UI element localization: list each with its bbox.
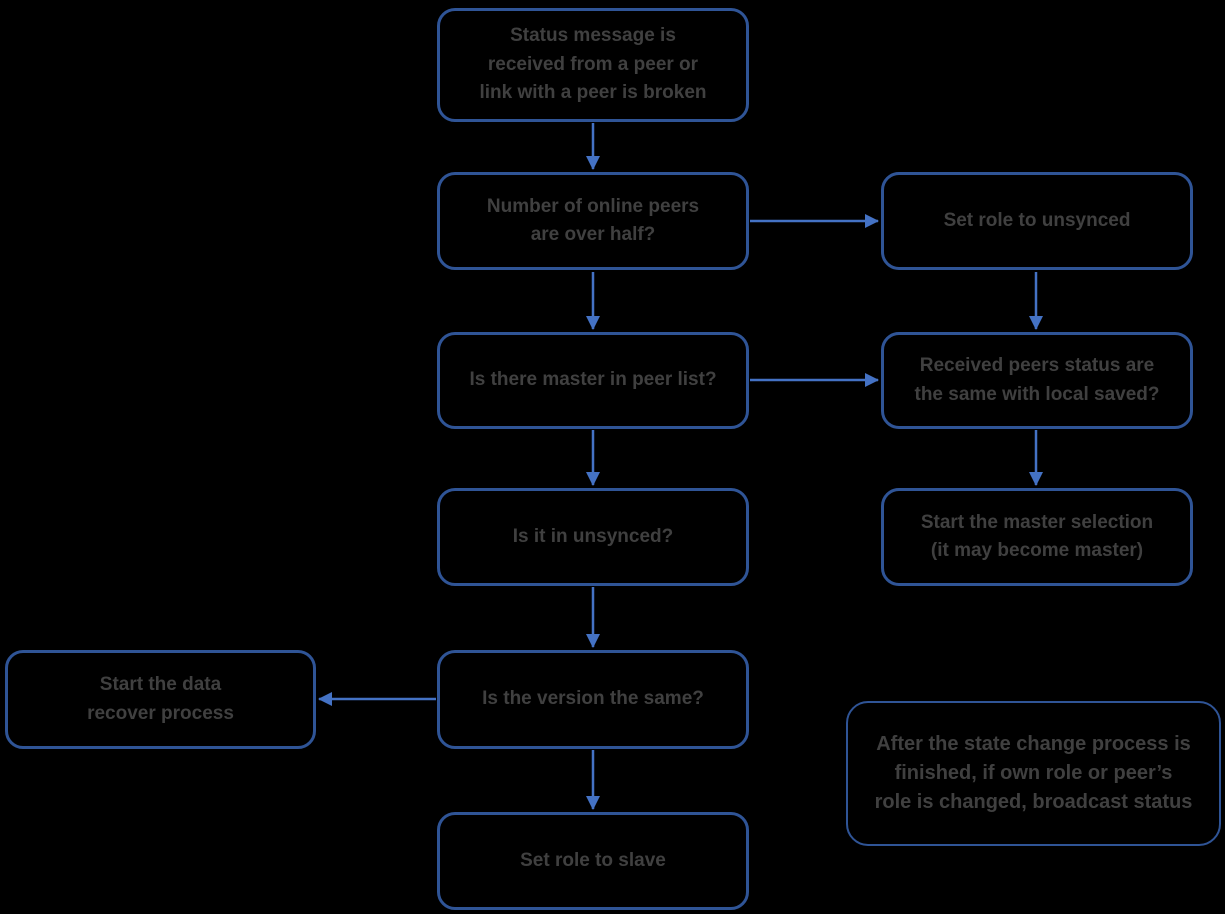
node-received-status-same: Received peers status are the same with … xyxy=(881,332,1193,429)
node-label: Set role to unsynced xyxy=(943,209,1131,231)
node-label: Received peers status are the same with … xyxy=(914,355,1160,405)
node-set-role-slave: Set role to slave xyxy=(437,812,749,910)
node-label: Set role to slave xyxy=(520,849,666,871)
node-start-data-recover: Start the data recover process xyxy=(5,650,316,749)
node-label: Start the data recover process xyxy=(87,674,234,724)
node-label: After the state change process is finish… xyxy=(874,733,1193,813)
node-label: Is it in unsynced? xyxy=(512,525,674,547)
node-label: Is there master in peer list? xyxy=(469,369,717,391)
node-label: Status message is received from a peer o… xyxy=(479,25,707,104)
node-online-peers-over-half: Number of online peers are over half? xyxy=(437,172,749,270)
node-label: Start the master selection (it may becom… xyxy=(920,511,1154,562)
node-label: Is the version the same? xyxy=(482,688,704,710)
node-set-role-unsynced: Set role to unsynced xyxy=(881,172,1193,270)
node-master-in-peer-list: Is there master in peer list? xyxy=(437,332,749,429)
node-is-version-same: Is the version the same? xyxy=(437,650,749,749)
node-broadcast-status-note: After the state change process is finish… xyxy=(846,701,1221,846)
node-start-master-selection: Start the master selection (it may becom… xyxy=(881,488,1193,586)
node-label: Number of online peers are over half? xyxy=(486,195,700,246)
node-status-message-received: Status message is received from a peer o… xyxy=(437,8,749,122)
node-is-it-in-unsynced: Is it in unsynced? xyxy=(437,488,749,586)
